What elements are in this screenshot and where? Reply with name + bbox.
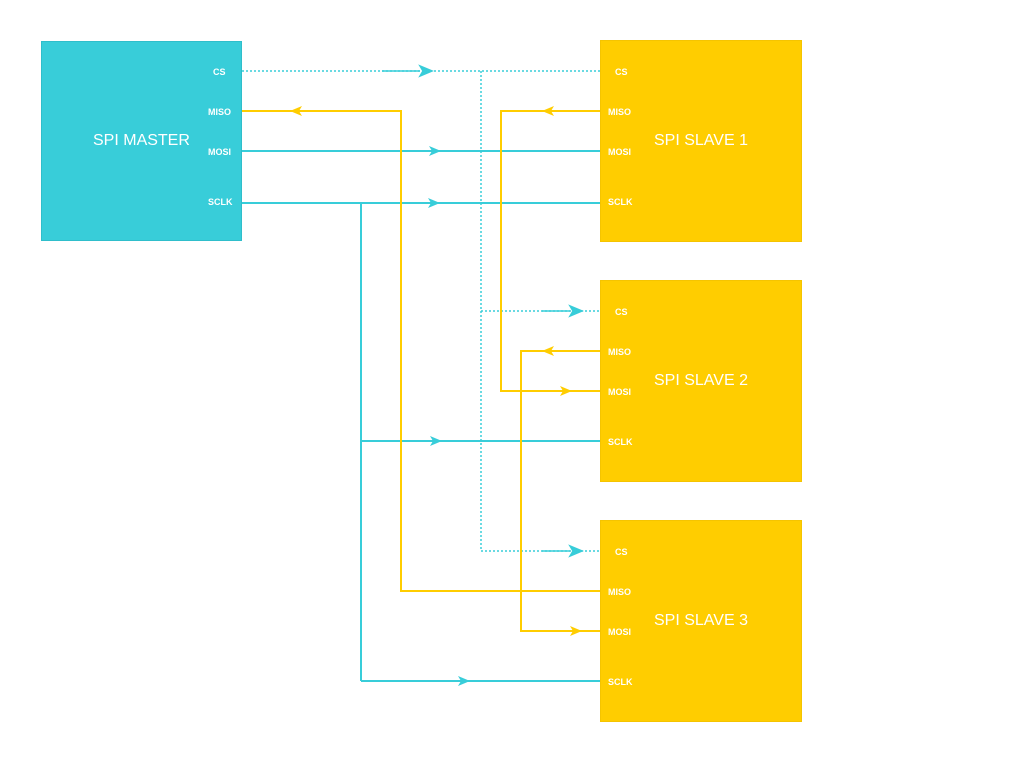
slave1-pin-cs: CS: [615, 67, 628, 77]
cs-arrowhead-1: [418, 64, 434, 78]
spi-slave-2-title: SPI SLAVE 2: [654, 372, 748, 389]
slave3-pin-mosi: MOSI: [608, 627, 632, 637]
master-pin-cs: CS: [213, 67, 226, 77]
sclk-arrowhead-1: [428, 198, 440, 208]
spi-slave-1-box: SPI SLAVE 1 CS MISO MOSI SCLK: [600, 40, 802, 242]
spi-master-title: SPI MASTER: [93, 132, 190, 149]
cs-arrowhead-2: [568, 304, 584, 318]
miso-master-bus: [242, 110, 600, 592]
mosi-arrowhead-1: [429, 146, 441, 156]
slave2-pin-miso: MISO: [608, 347, 632, 357]
daisy-wire-2: [520, 350, 600, 632]
slave3-pin-cs: CS: [615, 547, 628, 557]
sclk-arrowhead-2: [430, 436, 442, 446]
slave2-pin-sclk: SCLK: [608, 437, 633, 447]
mosi-arrowhead-slave2: [560, 386, 572, 396]
spi-master-box: SPI MASTER CS MISO MOSI SCLK: [41, 41, 242, 241]
sclk-arrowhead-3: [458, 676, 470, 686]
spi-slave-2-box: SPI SLAVE 2 CS MISO MOSI SCLK: [600, 280, 802, 482]
cs-arrows: [382, 64, 584, 558]
slave3-pin-miso: MISO: [608, 587, 632, 597]
slave3-pin-sclk: SCLK: [608, 677, 633, 687]
master-pin-mosi: MOSI: [208, 147, 232, 157]
miso-arrowhead-slave2: [542, 346, 554, 356]
mosi-arrowhead-slave3: [570, 626, 582, 636]
miso-arrowhead-slave1: [542, 106, 554, 116]
sclk-bus: [242, 202, 600, 682]
slave2-pin-cs: CS: [615, 307, 628, 317]
master-pin-sclk: SCLK: [208, 197, 233, 207]
spi-slave-3-box: SPI SLAVE 3 CS MISO MOSI SCLK: [600, 520, 802, 722]
cs-arrowhead-3: [568, 544, 584, 558]
spi-slave-1-title: SPI SLAVE 1: [654, 132, 748, 149]
master-pin-miso: MISO: [208, 107, 232, 117]
slave2-pin-mosi: MOSI: [608, 387, 632, 397]
slave1-pin-sclk: SCLK: [608, 197, 633, 207]
slave1-pin-mosi: MOSI: [608, 147, 632, 157]
miso-arrowhead-master: [290, 106, 302, 116]
slave1-pin-miso: MISO: [608, 107, 632, 117]
spi-slave-3-title: SPI SLAVE 3: [654, 612, 748, 629]
